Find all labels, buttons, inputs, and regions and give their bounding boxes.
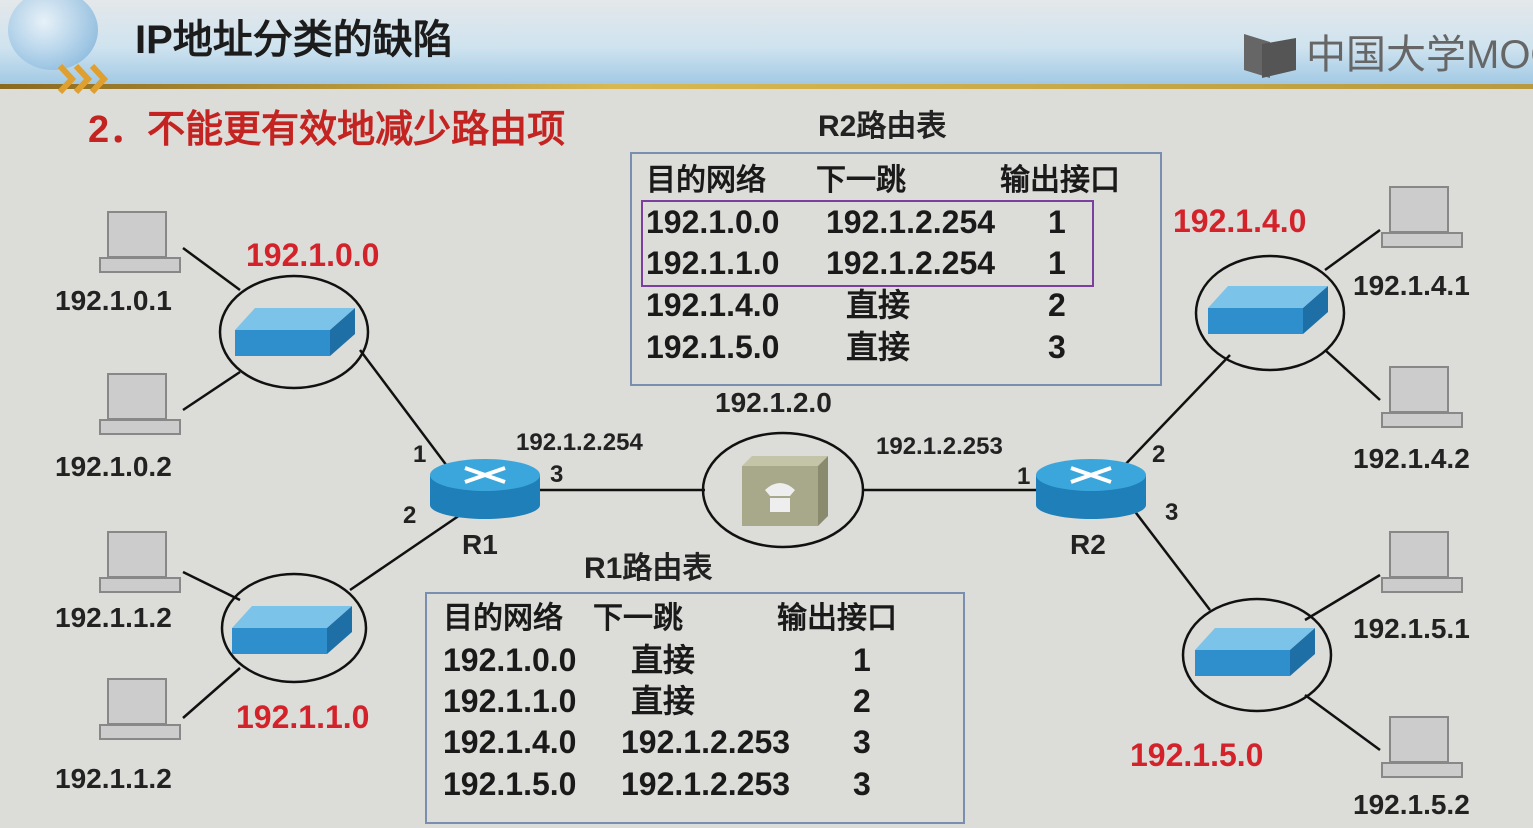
interface-label: 2 — [403, 502, 417, 529]
switch-ellipse — [220, 572, 368, 684]
header-cell: 输出接口 — [777, 602, 897, 635]
switch-ellipse — [1194, 254, 1346, 372]
table-cell: 192.1.0.0 — [646, 204, 780, 240]
link — [1324, 228, 1381, 272]
network-label: 192.1.0.0 — [246, 237, 380, 273]
table-cell: 1 — [1048, 204, 1066, 240]
interface-ip: 192.1.2.254 — [516, 429, 643, 456]
interface-label: 3 — [1165, 499, 1179, 526]
chevrons-icon — [58, 64, 109, 94]
table-cell: 192.1.1.0 — [646, 245, 780, 281]
page-title: IP地址分类的缺陷 — [135, 18, 453, 62]
link — [182, 570, 241, 602]
host-label: 192.1.1.2 — [55, 763, 172, 794]
router-name: R1 — [462, 529, 498, 560]
table-cell: 直接 — [631, 642, 696, 678]
host-label: 192.1.1.2 — [55, 602, 172, 633]
subtitle: 2．不能更有效地减少路由项 — [88, 109, 566, 151]
table-row: 192.1.0.0 直接 1 — [427, 642, 963, 683]
table-cell: 192.1.2.254 — [826, 204, 996, 240]
link — [182, 667, 241, 719]
book-icon — [1244, 34, 1296, 78]
interface-label: 1 — [413, 441, 427, 468]
table-row: 192.1.4.0 192.1.2.253 3 — [427, 724, 963, 765]
link — [359, 349, 451, 471]
table-header: 目的网络 下一跳 输出接口 — [427, 602, 963, 642]
table-row: 192.1.1.0 192.1.2.254 1 — [632, 245, 1160, 286]
interface-ip: 192.1.2.253 — [876, 433, 1003, 460]
table-row: 192.1.1.0 直接 2 — [427, 683, 963, 724]
highlight-box — [641, 200, 1094, 287]
host-label: 192.1.0.1 — [55, 285, 172, 316]
switch-ellipse — [218, 274, 370, 390]
link — [1129, 504, 1211, 611]
header-cell: 目的网络 — [443, 602, 563, 635]
table-cell: 192.1.2.254 — [826, 245, 996, 281]
link — [182, 246, 241, 292]
table-row: 192.1.5.0 192.1.2.253 3 — [427, 766, 963, 807]
table-cell: 直接 — [846, 329, 911, 365]
host-label: 192.1.5.1 — [1353, 613, 1470, 644]
table-header: 目的网络 下一跳 输出接口 — [632, 164, 1160, 204]
logo-text: 中国大学MOOC — [1306, 33, 1533, 77]
interface-label: 1 — [1017, 463, 1031, 490]
table-cell: 3 — [853, 766, 871, 802]
link — [1119, 354, 1231, 471]
link — [1304, 573, 1381, 622]
router-icon — [1036, 459, 1146, 519]
table-cell: 1 — [853, 642, 871, 678]
mooc-logo: 中国大学MOOC — [1240, 30, 1533, 80]
table-cell: 192.1.2.253 — [621, 724, 791, 760]
table-cell: 192.1.1.0 — [443, 683, 577, 719]
globe-logo — [8, 0, 98, 70]
header-cell: 下一跳 — [816, 164, 906, 197]
wan-phone-icon — [742, 456, 828, 526]
link — [1324, 349, 1381, 401]
table-cell: 2 — [853, 683, 871, 719]
header-cell: 目的网络 — [646, 164, 766, 197]
host-label: 192.1.5.2 — [1353, 789, 1470, 820]
host-label: 192.1.4.1 — [1353, 270, 1470, 301]
table-row: 192.1.4.0 直接 2 — [632, 287, 1160, 328]
table-cell: 192.1.4.0 — [443, 724, 577, 760]
table-cell: 2 — [1048, 287, 1066, 323]
host-label: 192.1.0.2 — [55, 451, 172, 482]
r2-table-title: R2路由表 — [818, 110, 947, 143]
interface-label: 2 — [1152, 441, 1166, 468]
table-cell: 1 — [1048, 245, 1066, 281]
table-cell: 3 — [853, 724, 871, 760]
interface-label: 3 — [550, 461, 564, 488]
network-label: 192.1.5.0 — [1130, 737, 1264, 773]
table-cell: 直接 — [631, 683, 696, 719]
table-cell: 直接 — [846, 287, 911, 323]
switch-icon — [232, 286, 1328, 676]
table-cell: 192.1.5.0 — [646, 329, 780, 365]
table-row: 192.1.5.0 直接 3 — [632, 329, 1160, 370]
table-cell: 192.1.5.0 — [443, 766, 577, 802]
link — [182, 370, 241, 412]
router-icon — [430, 459, 540, 519]
r2-routing-table: 目的网络 下一跳 输出接口 192.1.0.0 192.1.2.254 1 192.… — [630, 152, 1162, 386]
network-label: 192.1.2.0 — [715, 387, 832, 418]
link — [349, 513, 461, 592]
header-divider — [0, 84, 1533, 89]
network-label: 192.1.1.0 — [236, 699, 370, 735]
table-cell: 192.1.2.253 — [621, 766, 791, 802]
router-name: R2 — [1070, 529, 1106, 560]
network-label: 192.1.4.0 — [1173, 203, 1307, 239]
header-cell: 下一跳 — [593, 602, 683, 635]
link — [1304, 693, 1381, 752]
wan-ellipse — [701, 431, 865, 549]
table-cell: 192.1.0.0 — [443, 642, 577, 678]
host-label: 192.1.4.2 — [1353, 443, 1470, 474]
switch-ellipse — [1181, 597, 1333, 713]
table-cell: 192.1.4.0 — [646, 287, 780, 323]
header-cell: 输出接口 — [1000, 164, 1120, 197]
pc-icon — [99, 186, 1463, 778]
table-row: 192.1.0.0 192.1.2.254 1 — [632, 204, 1160, 245]
table-cell: 3 — [1048, 329, 1066, 365]
r1-table-title: R1路由表 — [584, 552, 713, 585]
